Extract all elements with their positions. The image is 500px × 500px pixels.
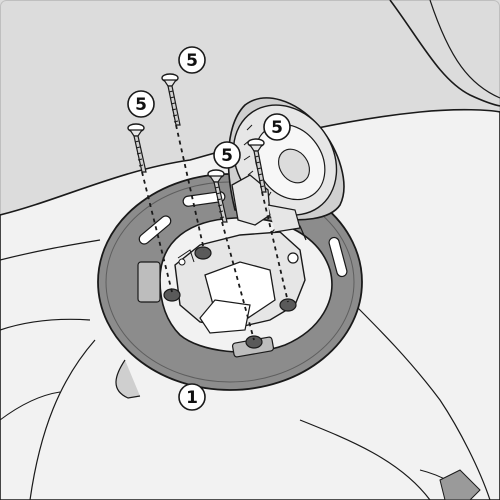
callout-bolt-a: 5	[178, 46, 206, 74]
ring-slot	[138, 215, 172, 245]
callout-bolt-b: 5	[127, 90, 155, 118]
fuel-cap	[227, 97, 345, 233]
bolt	[127, 123, 147, 173]
callout-circle	[213, 141, 241, 169]
screw-hole	[279, 298, 297, 312]
callout-label: 1	[186, 388, 198, 408]
callout-bolt-c: 5	[263, 113, 291, 141]
screw-hole	[194, 246, 212, 260]
callout-label: 5	[135, 95, 147, 115]
callout-circle	[178, 46, 206, 74]
bolt-guide-lines	[141, 124, 289, 341]
bolt	[207, 169, 228, 223]
callout-circle	[127, 90, 155, 118]
callout-circle	[178, 383, 206, 411]
guide-line	[261, 191, 289, 303]
screw-hole	[245, 335, 263, 349]
ring-slot	[182, 191, 226, 207]
ring-slot	[328, 236, 348, 278]
callout-label: 5	[186, 51, 198, 71]
screw-holes	[163, 246, 297, 349]
ring-tab	[137, 261, 161, 303]
bolts	[127, 73, 267, 223]
callout-bolt-d: 5	[213, 141, 241, 169]
bolt	[161, 73, 181, 126]
callout-circle	[263, 113, 291, 141]
callout-label: 5	[271, 118, 283, 138]
guide-line	[175, 124, 205, 251]
callout-ring: 1	[178, 383, 206, 411]
callout-label: 5	[221, 146, 233, 166]
bolt	[247, 138, 267, 193]
